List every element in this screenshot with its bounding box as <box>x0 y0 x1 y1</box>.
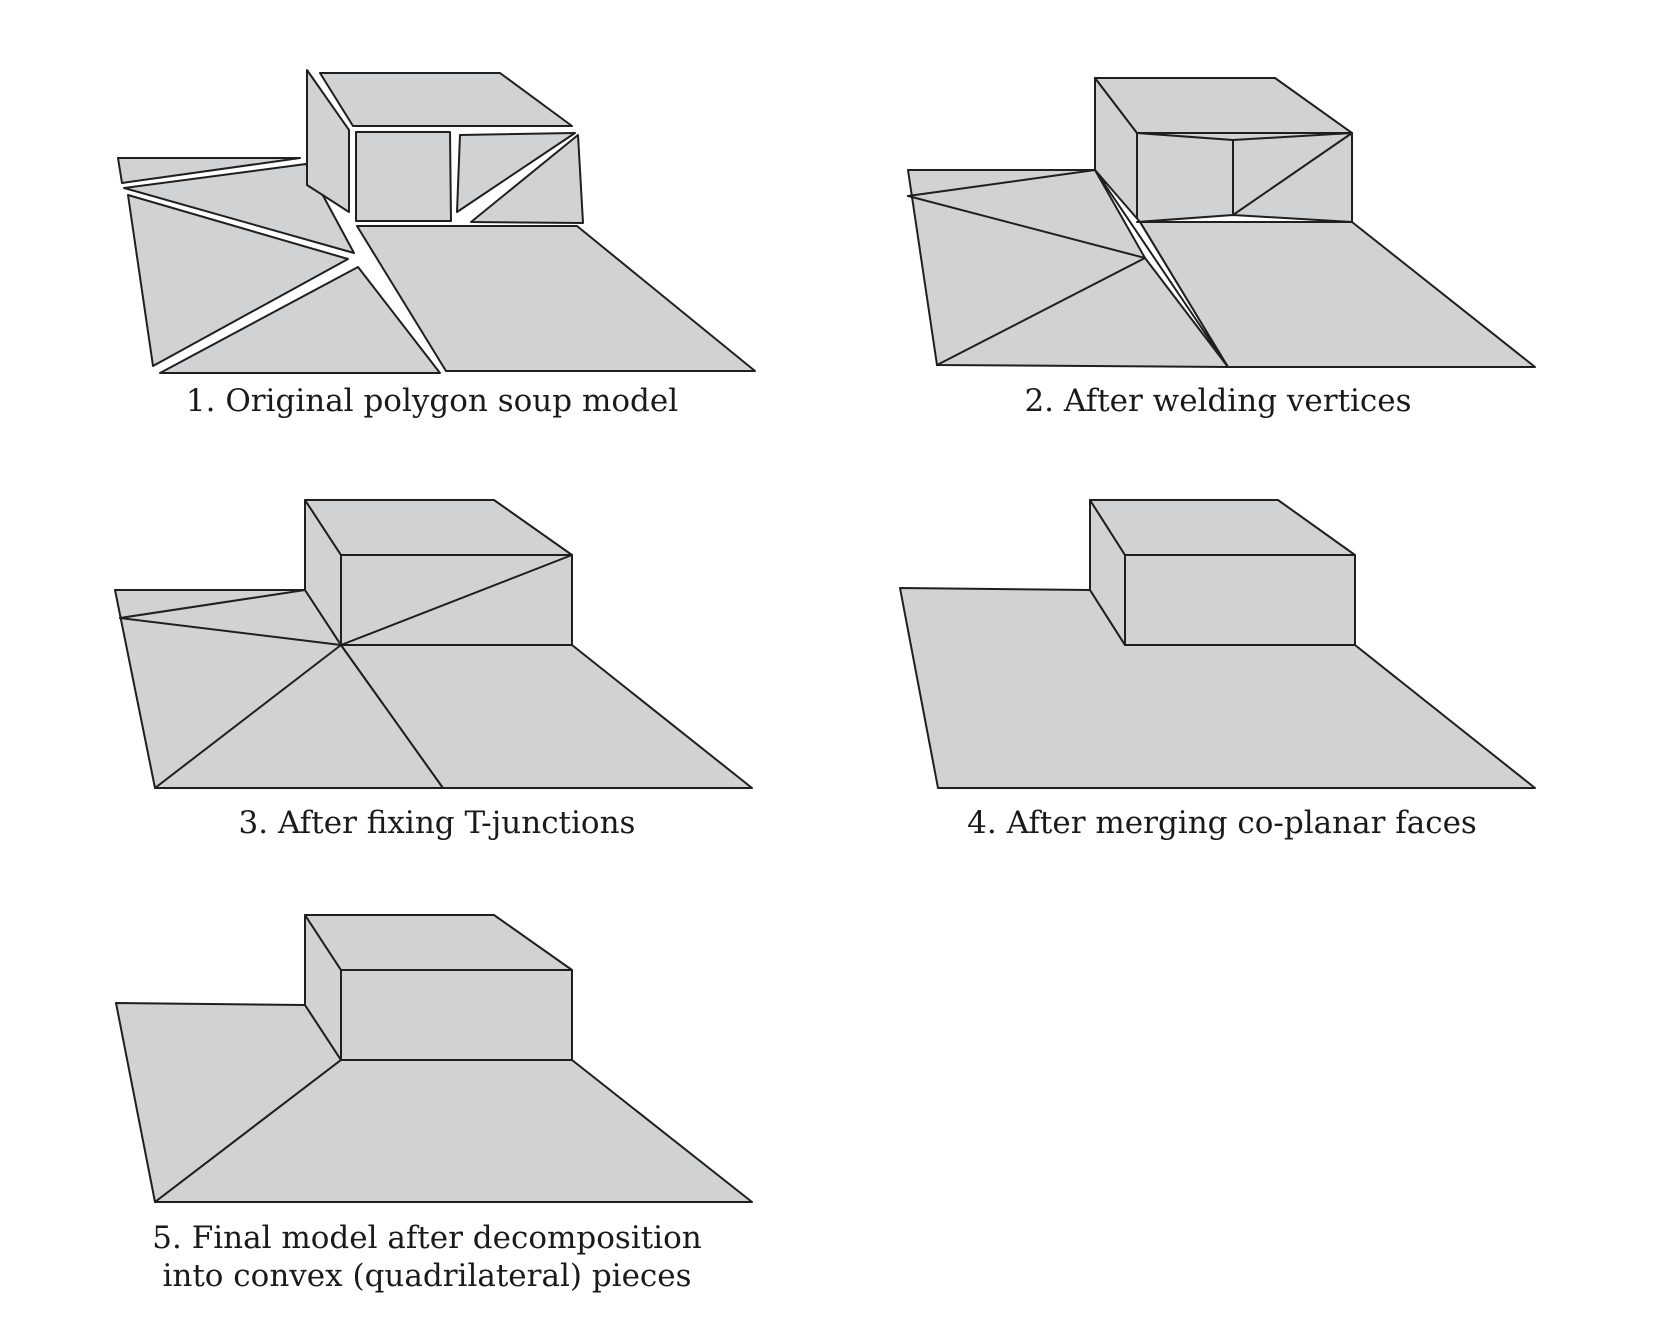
panel-2-crack <box>1094 169 1229 368</box>
panel-1-figure <box>117 69 756 374</box>
panel-1-box-front-right-quad <box>470 134 584 224</box>
panel-1-floor-quad <box>356 225 756 372</box>
panel-2-figure <box>907 77 1536 368</box>
panel-3-edge <box>340 554 573 646</box>
panel-2-edge <box>907 195 1146 259</box>
panel-1-left-strip <box>117 157 301 184</box>
panel-1-box-top <box>319 72 573 127</box>
panel-3-caption: 3. After fixing T-junctions <box>238 805 636 841</box>
panel-4-figure <box>899 499 1536 789</box>
panel-3-box-top <box>304 499 573 556</box>
panel-3-edge <box>119 617 342 646</box>
panel-4-box-top <box>1089 499 1356 556</box>
panel-5-figure <box>115 914 753 1203</box>
panel-5-caption-line2: into convex (quadrilateral) pieces <box>162 1258 692 1294</box>
panel-1-box-front-right-tri <box>456 132 576 213</box>
panel-4-caption: 4. After merging co-planar faces <box>967 805 1477 841</box>
panel-5-caption-line1: 5. Final model after decomposition <box>152 1220 702 1256</box>
panel-2-edge <box>936 257 1146 366</box>
panel-5-box-front <box>340 969 573 1061</box>
panel-2-edge <box>1232 132 1353 141</box>
panel-2-left-floor <box>907 169 1229 368</box>
panel-5-box-top <box>304 914 573 971</box>
panel-3-edge <box>119 589 306 619</box>
panel-2-box-front <box>1136 132 1353 223</box>
panel-2-gap <box>1136 214 1353 223</box>
panel-2-box-top <box>1094 77 1353 134</box>
panel-1-left-triangle <box>123 163 355 254</box>
panel-2-caption: 2. After welding vertices <box>1024 383 1412 419</box>
panel-1-lower-left-triangle <box>127 194 349 367</box>
panel-2-edge <box>1136 132 1234 141</box>
panel-1-box-front-left <box>355 131 452 222</box>
panel-2-edge <box>907 169 1096 197</box>
panel-3-figure <box>114 499 753 789</box>
panel-1-bottom-triangle <box>159 266 441 374</box>
panel-1-caption: 1. Original polygon soup model <box>185 383 679 419</box>
panel-3-edge <box>154 644 342 789</box>
panel-2-edge <box>1232 132 1353 216</box>
panel-1-box-side <box>306 69 350 213</box>
panel-4-box-front <box>1124 554 1356 646</box>
